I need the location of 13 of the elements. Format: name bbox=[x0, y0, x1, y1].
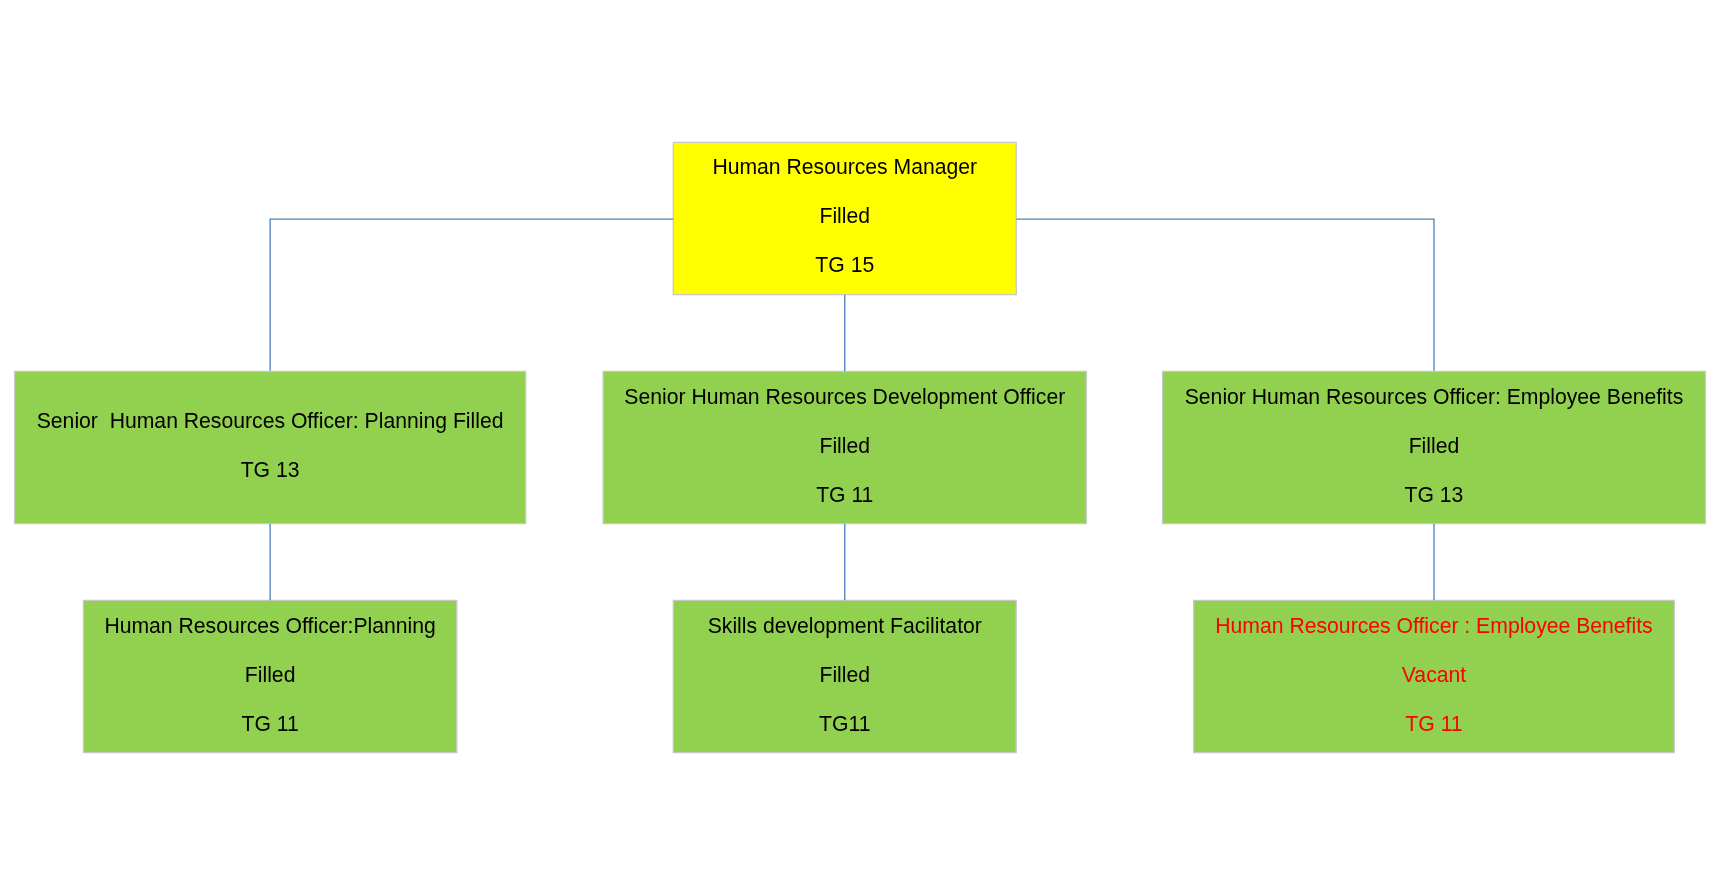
connector bbox=[1433, 523, 1435, 601]
node-box: Skills development Facilitator Filled TG11 bbox=[672, 599, 1017, 754]
node-box: Human Resources Officer:Planning Filled TG 11 bbox=[82, 599, 458, 754]
connector bbox=[1015, 218, 1435, 372]
node-box: Human Resources Officer : Employee Benefits Vacant TG 11 bbox=[1193, 599, 1675, 754]
connector bbox=[269, 218, 674, 372]
node-box: Senior Human Resources Development Officer Filled TG 11 bbox=[602, 370, 1088, 525]
node-box: Senior Human Resources Officer: Employee Benefits Filled TG 13 bbox=[1161, 370, 1707, 525]
connector bbox=[269, 523, 271, 601]
connector bbox=[844, 294, 846, 372]
node-box: Senior Human Resources Officer: Planning Filled TG 13 bbox=[13, 370, 527, 525]
connector bbox=[844, 523, 846, 601]
node-box: Human Resources Manager Filled TG 15 bbox=[672, 141, 1017, 296]
